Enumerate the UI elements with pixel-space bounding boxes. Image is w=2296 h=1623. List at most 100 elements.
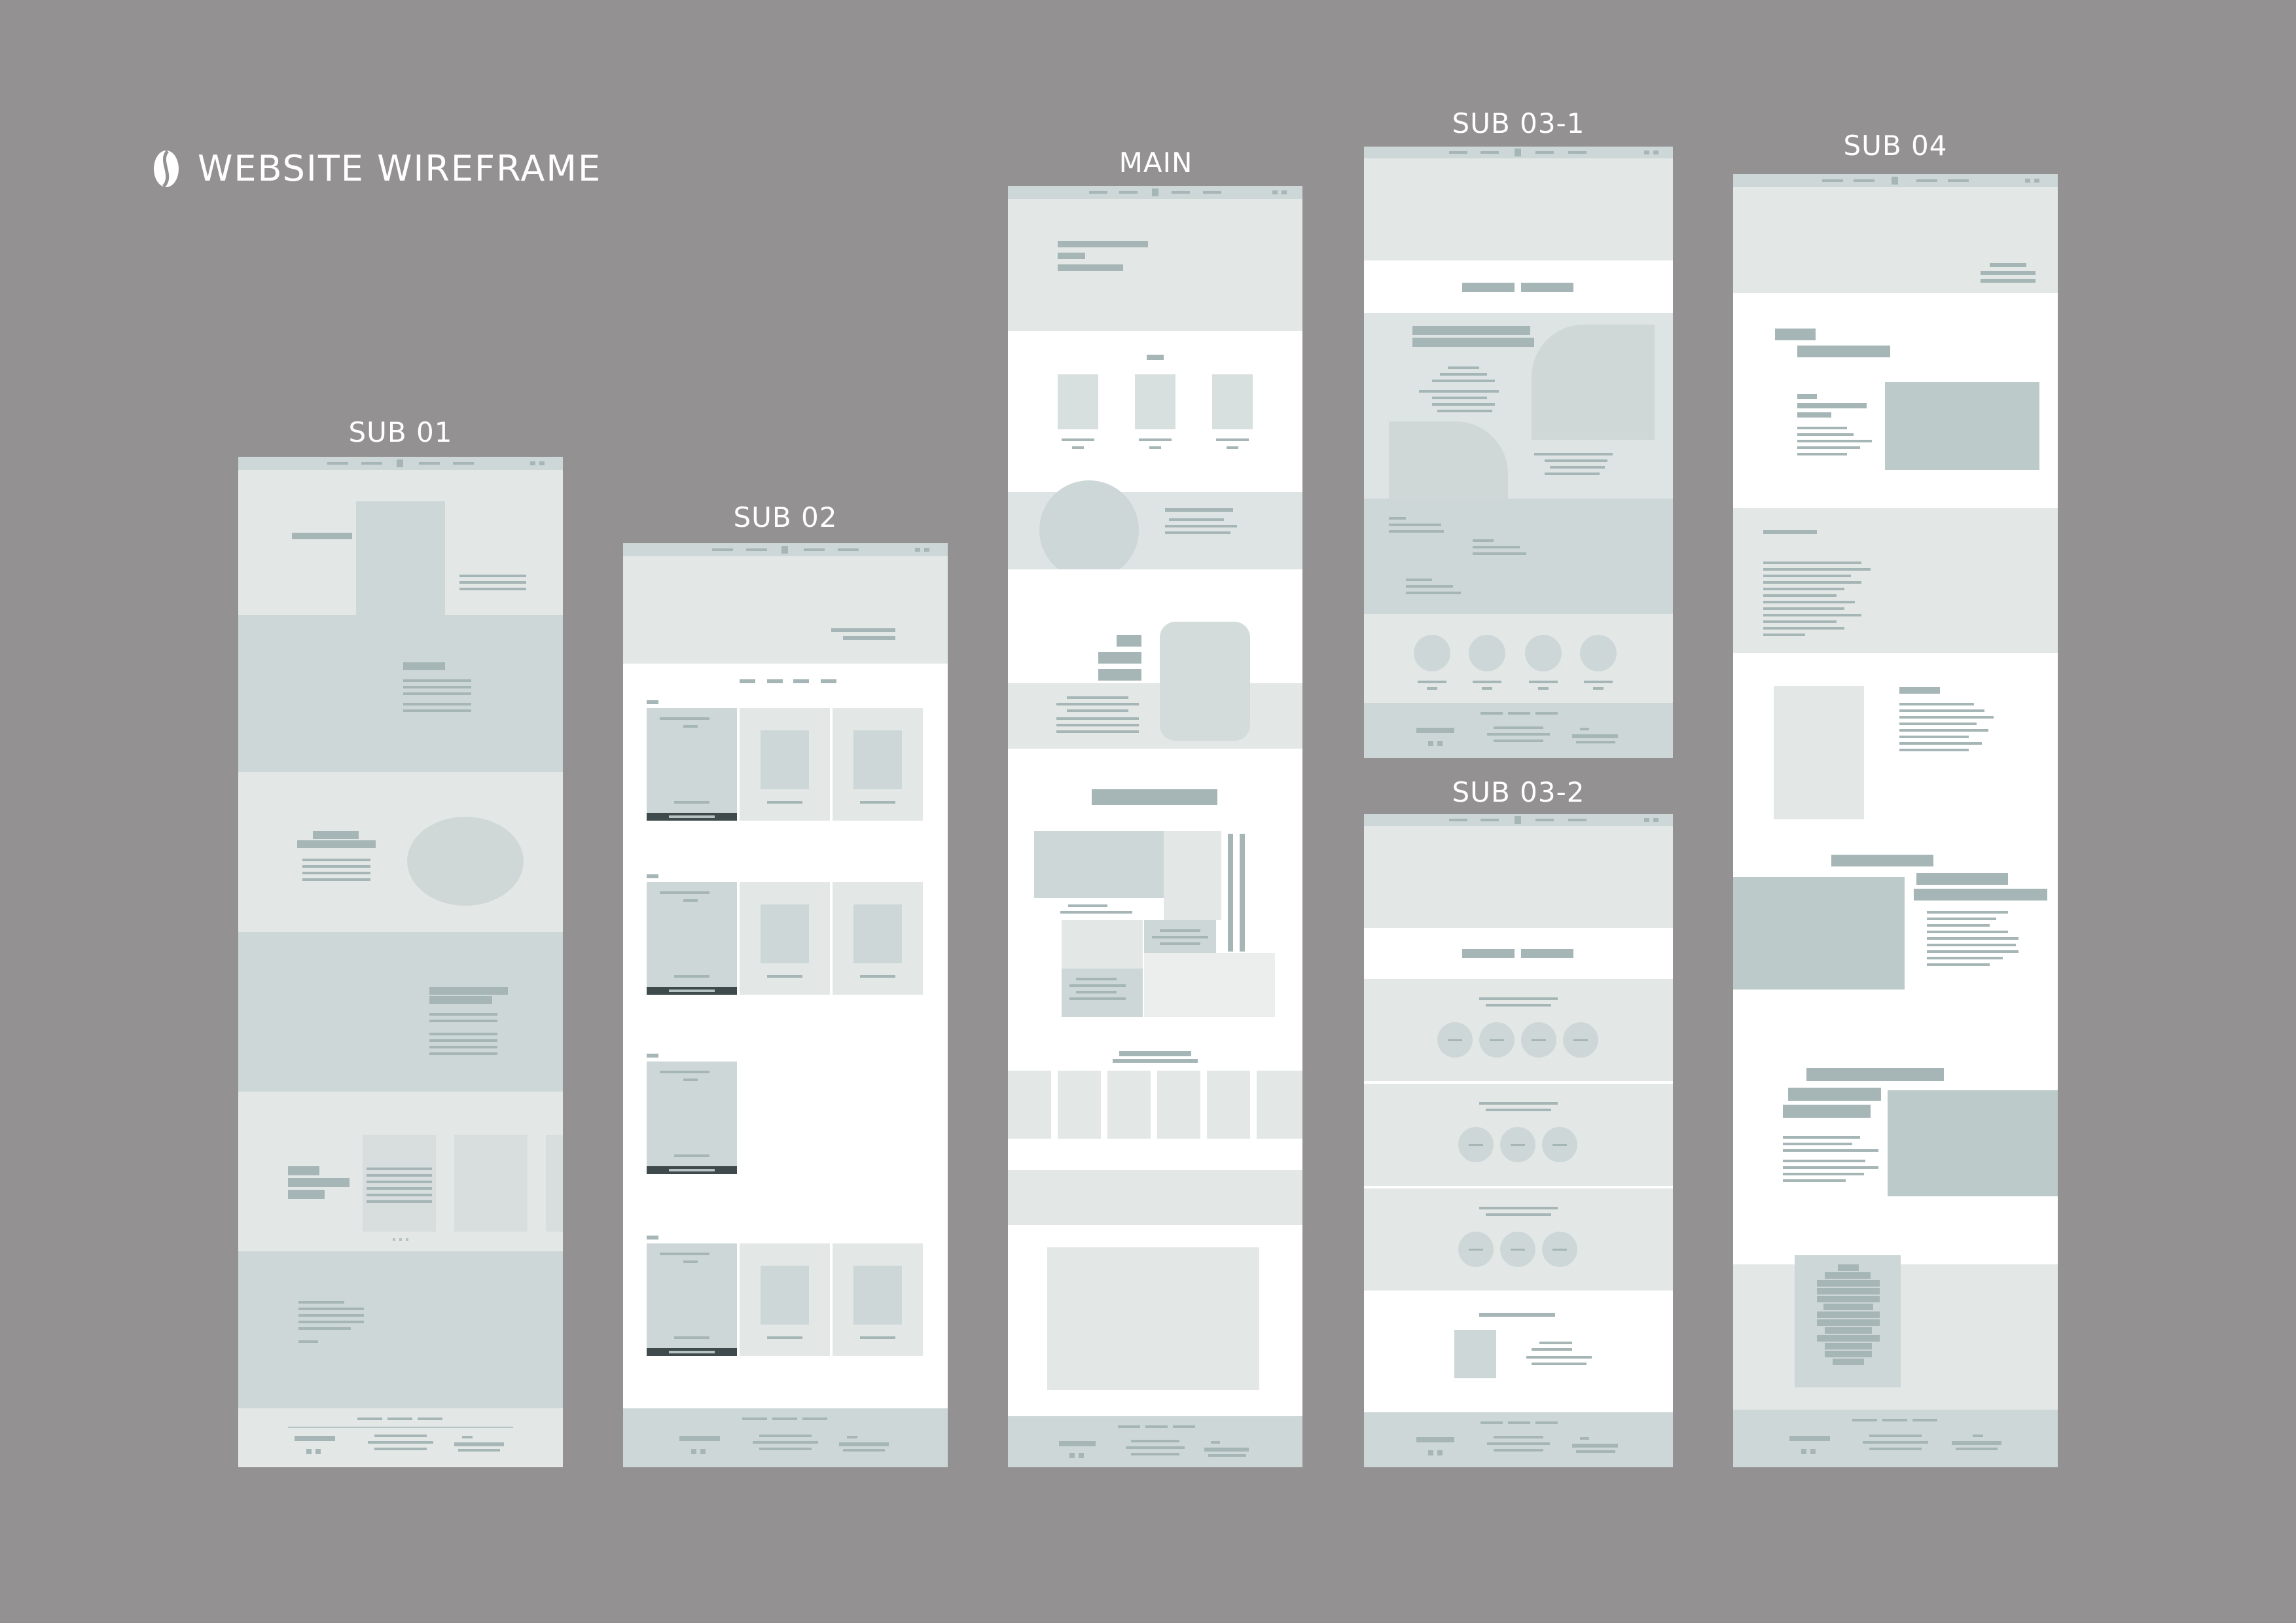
card [454, 1135, 528, 1232]
thumbnail[interactable] [1058, 1071, 1101, 1139]
filter-tab[interactable] [740, 679, 755, 683]
content-section [238, 932, 563, 1092]
hero-section [1364, 826, 1673, 928]
map-placeholder [1047, 1247, 1259, 1390]
product-grid-section [623, 664, 948, 1356]
wireframe-sub01 [238, 457, 563, 1467]
intro-section [1733, 293, 2058, 508]
feature-card [1058, 374, 1098, 429]
content-section [1008, 683, 1302, 749]
image-placeholder [1454, 1330, 1496, 1378]
page-label-sub04: SUB 04 [1843, 130, 1948, 162]
nav-bar [1364, 814, 1673, 826]
thumbnail[interactable] [1107, 1071, 1151, 1139]
image-placeholder [1532, 325, 1655, 440]
filter-tab[interactable] [821, 679, 836, 683]
content-section [1364, 499, 1673, 614]
footer [623, 1408, 948, 1467]
tab[interactable] [1521, 949, 1573, 958]
avatar [1580, 635, 1617, 671]
filter-tab[interactable] [767, 679, 783, 683]
content-section [238, 1251, 563, 1408]
wireframe-sub03-1 [1364, 147, 1673, 758]
gallery-tile [1164, 831, 1221, 920]
image-placeholder [1888, 1090, 2058, 1196]
gallery-section [1008, 749, 1302, 1064]
filter-tab[interactable] [793, 679, 809, 683]
footer [1008, 1416, 1302, 1467]
nav-bar [1008, 186, 1302, 199]
footer [238, 1408, 563, 1467]
hero-section [1733, 187, 2058, 293]
thumbnail[interactable] [1207, 1071, 1250, 1139]
footer [1364, 703, 1673, 758]
image-placeholder [356, 501, 445, 615]
tab[interactable] [1462, 283, 1515, 292]
avatar [1525, 635, 1562, 671]
card-carousel-section [238, 1092, 563, 1251]
image-placeholder [1885, 382, 2039, 470]
page-label-main: MAIN [1119, 147, 1193, 179]
content-section [1733, 1255, 2058, 1410]
feature-section [1008, 331, 1302, 492]
avatar [1469, 635, 1505, 671]
content-section [238, 772, 563, 932]
footer [1733, 1410, 2058, 1467]
hero-section [623, 556, 948, 664]
nav-bar [1733, 174, 2058, 187]
image-placeholder [1733, 877, 1905, 1004]
image-placeholder [1774, 686, 1864, 819]
logo-icon [1892, 177, 1898, 185]
thumbnail[interactable] [1257, 1071, 1302, 1139]
thumbnail-strip-section [1008, 1043, 1302, 1139]
content-section [238, 615, 563, 772]
wireframe-sub02 [623, 543, 948, 1467]
content-section [1733, 653, 2058, 819]
circle-group-section [1364, 979, 1673, 1081]
image-placeholder [407, 817, 524, 906]
wireframe-sub04 [1733, 174, 2058, 1467]
hero-section [238, 470, 563, 615]
team-section [1364, 614, 1673, 703]
feature-card [1135, 374, 1175, 429]
board-title: WEBSITE WIREFRAME [152, 148, 601, 189]
tab-section [1364, 260, 1673, 313]
logo-icon [781, 546, 788, 554]
thumbnail[interactable] [1008, 1071, 1051, 1139]
page-label-sub03-1: SUB 03-1 [1452, 107, 1585, 139]
board-title-text: WEBSITE WIREFRAME [198, 148, 602, 189]
content-section [1733, 819, 2058, 1004]
image-placeholder [1039, 480, 1139, 580]
nav-bar [1364, 147, 1673, 158]
image-placeholder [1160, 622, 1250, 741]
image-placeholder [1389, 421, 1508, 499]
thumbnail[interactable] [1157, 1071, 1200, 1139]
gallery-tile [1062, 920, 1143, 969]
card [363, 1135, 436, 1232]
wireframe-sub03-2 [1364, 814, 1673, 1467]
tab[interactable] [1462, 949, 1515, 958]
circle-group-section [1364, 1084, 1673, 1186]
content-section [1733, 990, 2058, 1267]
tab[interactable] [1521, 283, 1573, 292]
logo-icon [1515, 816, 1521, 824]
page-label-sub01: SUB 01 [348, 416, 453, 448]
content-section [1364, 1293, 1673, 1412]
hero-section [1364, 158, 1673, 260]
page-label-sub03-2: SUB 03-2 [1452, 776, 1585, 808]
avatar [1414, 635, 1450, 671]
circle-group-section [1364, 1188, 1673, 1291]
page-label-sub02: SUB 02 [733, 501, 838, 533]
hero-section [1008, 199, 1302, 331]
card [546, 1135, 563, 1232]
banner-section [1008, 1170, 1302, 1225]
content-section [1008, 569, 1302, 683]
logo-icon [1515, 149, 1521, 156]
coffee-bean-icon [154, 149, 179, 188]
feature-card [1212, 374, 1253, 429]
logo-icon [397, 459, 403, 467]
nav-bar [623, 543, 948, 556]
footer [1364, 1412, 1673, 1467]
tab-section [1364, 928, 1673, 979]
gallery-tile [1144, 953, 1275, 1017]
